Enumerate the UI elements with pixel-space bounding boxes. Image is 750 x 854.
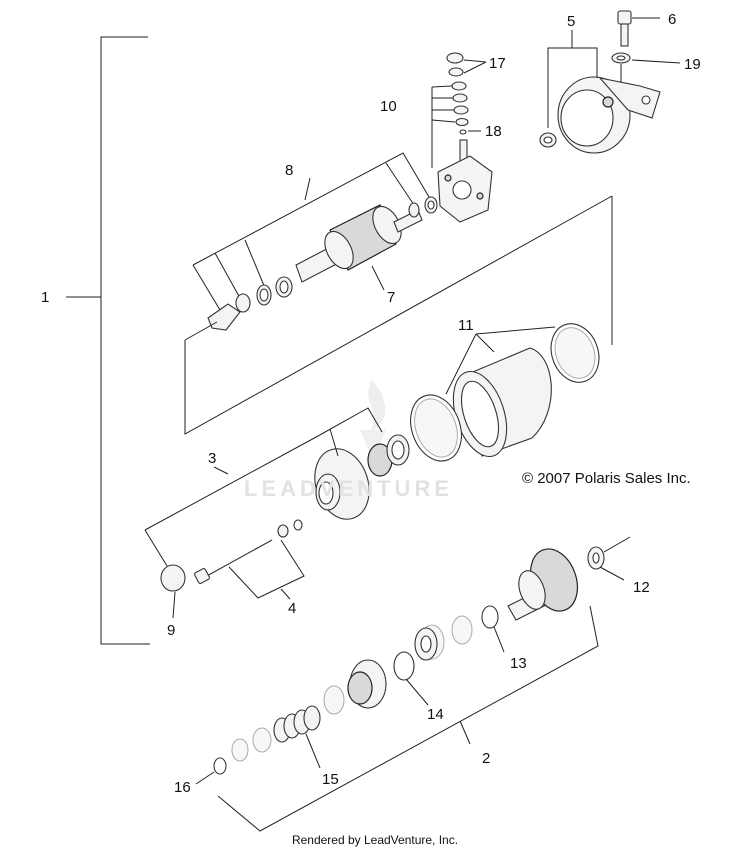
footer-text: Rendered by LeadVenture, Inc. <box>291 833 459 847</box>
brush-plate-part[interactable] <box>437 139 493 223</box>
leader-14 <box>405 678 429 706</box>
callout-1: 1 <box>41 289 49 306</box>
callout-4: 4 <box>288 600 296 617</box>
snap-ring-13-part[interactable] <box>481 605 499 629</box>
copyright-text: © 2007 Polaris Sales Inc. <box>522 470 691 487</box>
callout-labels: 1 2 3 4 5 6 7 8 9 10 11 12 13 14 15 16 1… <box>41 11 701 796</box>
clutch-gear-part[interactable] <box>323 659 387 715</box>
callout-18: 18 <box>485 123 502 140</box>
field-frame-part[interactable] <box>444 347 552 463</box>
callout-5: 5 <box>567 13 575 30</box>
callout-10: 10 <box>380 98 397 115</box>
rear-housing-part[interactable] <box>557 76 661 154</box>
bracket-5 <box>547 30 598 128</box>
front-bracket-part[interactable] <box>306 442 378 527</box>
callout-13: 13 <box>510 655 527 672</box>
callout-16: 16 <box>174 779 191 796</box>
bracket-4 <box>228 539 305 600</box>
leader-15 <box>305 733 321 769</box>
callout-2: 2 <box>482 750 490 767</box>
bracket-8 <box>192 152 433 311</box>
clip-16-part[interactable] <box>213 757 227 775</box>
callout-15: 15 <box>322 771 339 788</box>
leader-12 <box>599 536 631 581</box>
drive-discs-parts[interactable] <box>414 615 473 661</box>
nut-stack-parts[interactable] <box>446 52 469 135</box>
callout-8: 8 <box>285 162 293 179</box>
spring-15-part[interactable] <box>273 705 321 743</box>
pinion-shaft-part[interactable] <box>507 542 586 621</box>
callout-6: 6 <box>668 11 676 28</box>
watermark-logo <box>360 380 386 460</box>
callout-3: 3 <box>208 450 216 467</box>
callout-11: 11 <box>458 317 474 334</box>
snap-ring-14-part[interactable] <box>393 651 415 681</box>
leader-9 <box>144 529 176 619</box>
armature-washers-parts[interactable] <box>207 196 438 331</box>
grommet-part[interactable] <box>160 564 186 592</box>
bracket-1 <box>66 36 150 645</box>
box-bracket-top <box>184 321 218 341</box>
watermark-text: LEADVENTURE <box>244 476 454 501</box>
washer-12-part[interactable] <box>587 546 605 570</box>
armature-part[interactable] <box>295 202 423 283</box>
callout-7: 7 <box>387 289 395 306</box>
washer-19-part[interactable] <box>611 52 631 64</box>
callout-12: 12 <box>633 579 650 596</box>
bracket-3 <box>144 407 383 531</box>
o-rings-11-parts[interactable] <box>402 317 607 468</box>
leader-7 <box>371 265 385 291</box>
callout-19: 19 <box>684 56 701 73</box>
leader-17 <box>463 59 487 74</box>
bushing-part[interactable] <box>539 132 557 148</box>
box-bracket-left <box>184 195 613 435</box>
bracket-2 <box>217 605 599 832</box>
through-bolt-part[interactable] <box>194 519 303 584</box>
callout-9: 9 <box>167 622 175 639</box>
callout-17: 17 <box>489 55 506 72</box>
leader-10 <box>431 85 456 168</box>
callout-14: 14 <box>427 706 444 723</box>
bearing-part[interactable] <box>367 434 410 477</box>
bolt-6-part[interactable] <box>617 10 632 47</box>
leader-13 <box>493 626 505 653</box>
leader-16 <box>195 771 215 785</box>
leader-11 <box>445 326 556 395</box>
small-parts-parts[interactable] <box>231 727 272 762</box>
